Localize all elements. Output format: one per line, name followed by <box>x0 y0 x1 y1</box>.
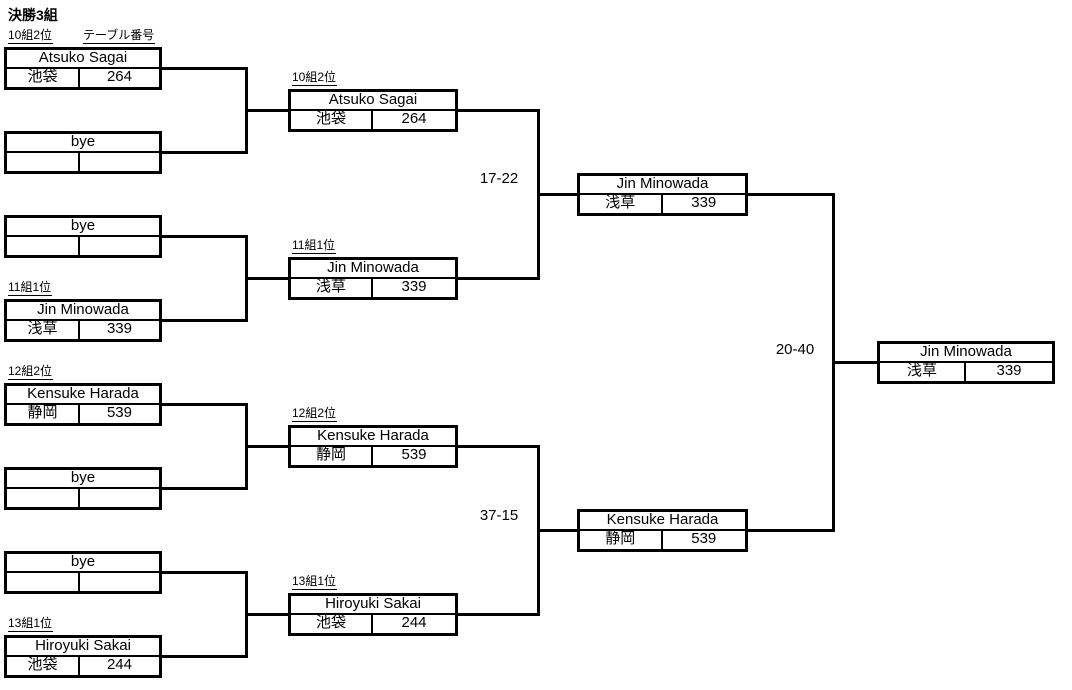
venue-cell <box>7 237 80 255</box>
table-number-cell: 264 <box>401 111 427 127</box>
table-number-cell: 539 <box>106 405 132 421</box>
seed-label: 13組1位 <box>292 574 338 590</box>
bracket-connector <box>162 151 248 154</box>
venue-cell <box>7 153 80 171</box>
winner-box: Jin Minowada 浅草 339 <box>877 341 1055 384</box>
match-box: bye <box>4 551 162 594</box>
venue-cell: 池袋 <box>291 615 373 633</box>
seed-label: 13組1位 <box>8 616 54 632</box>
match-box: Kensuke Harada 静岡 539 <box>577 509 748 552</box>
seed-label: 10組2位 <box>8 28 54 44</box>
match-box: Kensuke Harada 静岡 539 <box>288 425 458 468</box>
venue-cell: 浅草 <box>7 321 80 339</box>
bracket-connector <box>162 67 248 70</box>
match-box: bye <box>4 215 162 258</box>
match-box: Jin Minowada 浅草 339 <box>577 173 748 216</box>
bracket-connector <box>245 277 288 280</box>
player-name: Jin Minowada <box>580 176 745 195</box>
bracket-connector <box>458 277 540 280</box>
bracket-connector <box>162 403 248 406</box>
match-box: Hiroyuki Sakai 池袋 244 <box>4 635 162 678</box>
bracket-connector <box>458 109 540 112</box>
match-box: Atsuko Sagai 池袋 264 <box>4 47 162 90</box>
table-number-cell <box>80 153 159 171</box>
player-name: bye <box>7 470 159 489</box>
table-number-cell: 339 <box>996 363 1022 379</box>
table-number-cell: 244 <box>401 615 427 631</box>
player-name: Kensuke Harada <box>580 512 745 531</box>
player-name: bye <box>7 218 159 237</box>
table-number-cell: 539 <box>401 447 427 463</box>
bracket-connector <box>245 613 288 616</box>
seed-label: 12組2位 <box>292 406 338 422</box>
bracket-connector <box>748 529 835 532</box>
venue-cell: 浅草 <box>291 279 373 297</box>
bracket-title: 決勝3組 <box>8 7 58 23</box>
bracket-connector <box>245 445 288 448</box>
seed-label: 11組1位 <box>292 238 337 254</box>
match-box: Jin Minowada 浅草 339 <box>288 257 458 300</box>
table-number-cell <box>80 489 159 507</box>
table-number-cell <box>80 237 159 255</box>
venue-cell: 池袋 <box>7 657 80 675</box>
bracket-connector <box>162 487 248 490</box>
match-box: Jin Minowada 浅草 339 <box>4 299 162 342</box>
venue-cell <box>7 489 80 507</box>
seed-label: 12組2位 <box>8 364 54 380</box>
table-number-cell: 539 <box>691 531 717 547</box>
match-box: Hiroyuki Sakai 池袋 244 <box>288 593 458 636</box>
venue-cell: 静岡 <box>7 405 80 423</box>
player-name: Kensuke Harada <box>291 428 455 447</box>
player-name: Hiroyuki Sakai <box>7 638 159 657</box>
table-number-cell: 339 <box>401 279 427 295</box>
bracket-connector <box>162 319 248 322</box>
bracket-connector <box>458 613 540 616</box>
bracket-connector <box>162 655 248 658</box>
column-header-table-number: テーブル番号 <box>83 28 156 44</box>
player-name: Jin Minowada <box>7 302 159 321</box>
player-name: Atsuko Sagai <box>7 50 159 69</box>
bracket-connector <box>537 529 577 532</box>
bracket-connector <box>458 445 540 448</box>
bracket-connector <box>245 109 288 112</box>
match-box: Atsuko Sagai 池袋 264 <box>288 89 458 132</box>
bracket-connector <box>162 235 248 238</box>
seed-label: 11組1位 <box>8 280 53 296</box>
player-name: Jin Minowada <box>880 344 1052 363</box>
player-name: Kensuke Harada <box>7 386 159 405</box>
player-name: bye <box>7 554 159 573</box>
venue-cell <box>7 573 80 591</box>
seed-label: 10組2位 <box>292 70 338 86</box>
bracket-connector <box>832 361 877 364</box>
match-box: bye <box>4 467 162 510</box>
venue-cell: 浅草 <box>580 195 663 213</box>
table-number-cell <box>80 573 159 591</box>
score-label: 20-40 <box>775 341 815 358</box>
venue-cell: 浅草 <box>880 363 966 381</box>
bracket-connector <box>748 193 835 196</box>
score-label: 37-15 <box>479 507 519 524</box>
player-name: Jin Minowada <box>291 260 455 279</box>
player-name: bye <box>7 134 159 153</box>
match-box: bye <box>4 131 162 174</box>
bracket-connector <box>162 571 248 574</box>
player-name: Hiroyuki Sakai <box>291 596 455 615</box>
bracket-connector <box>537 193 577 196</box>
score-label: 17-22 <box>479 170 519 187</box>
table-number-cell: 339 <box>691 195 717 211</box>
player-name: Atsuko Sagai <box>291 92 455 111</box>
venue-cell: 池袋 <box>291 111 373 129</box>
venue-cell: 池袋 <box>7 69 80 87</box>
table-number-cell: 339 <box>106 321 132 337</box>
venue-cell: 静岡 <box>580 531 663 549</box>
match-box: Kensuke Harada 静岡 539 <box>4 383 162 426</box>
table-number-cell: 264 <box>106 69 132 85</box>
venue-cell: 静岡 <box>291 447 373 465</box>
table-number-cell: 244 <box>106 657 132 673</box>
